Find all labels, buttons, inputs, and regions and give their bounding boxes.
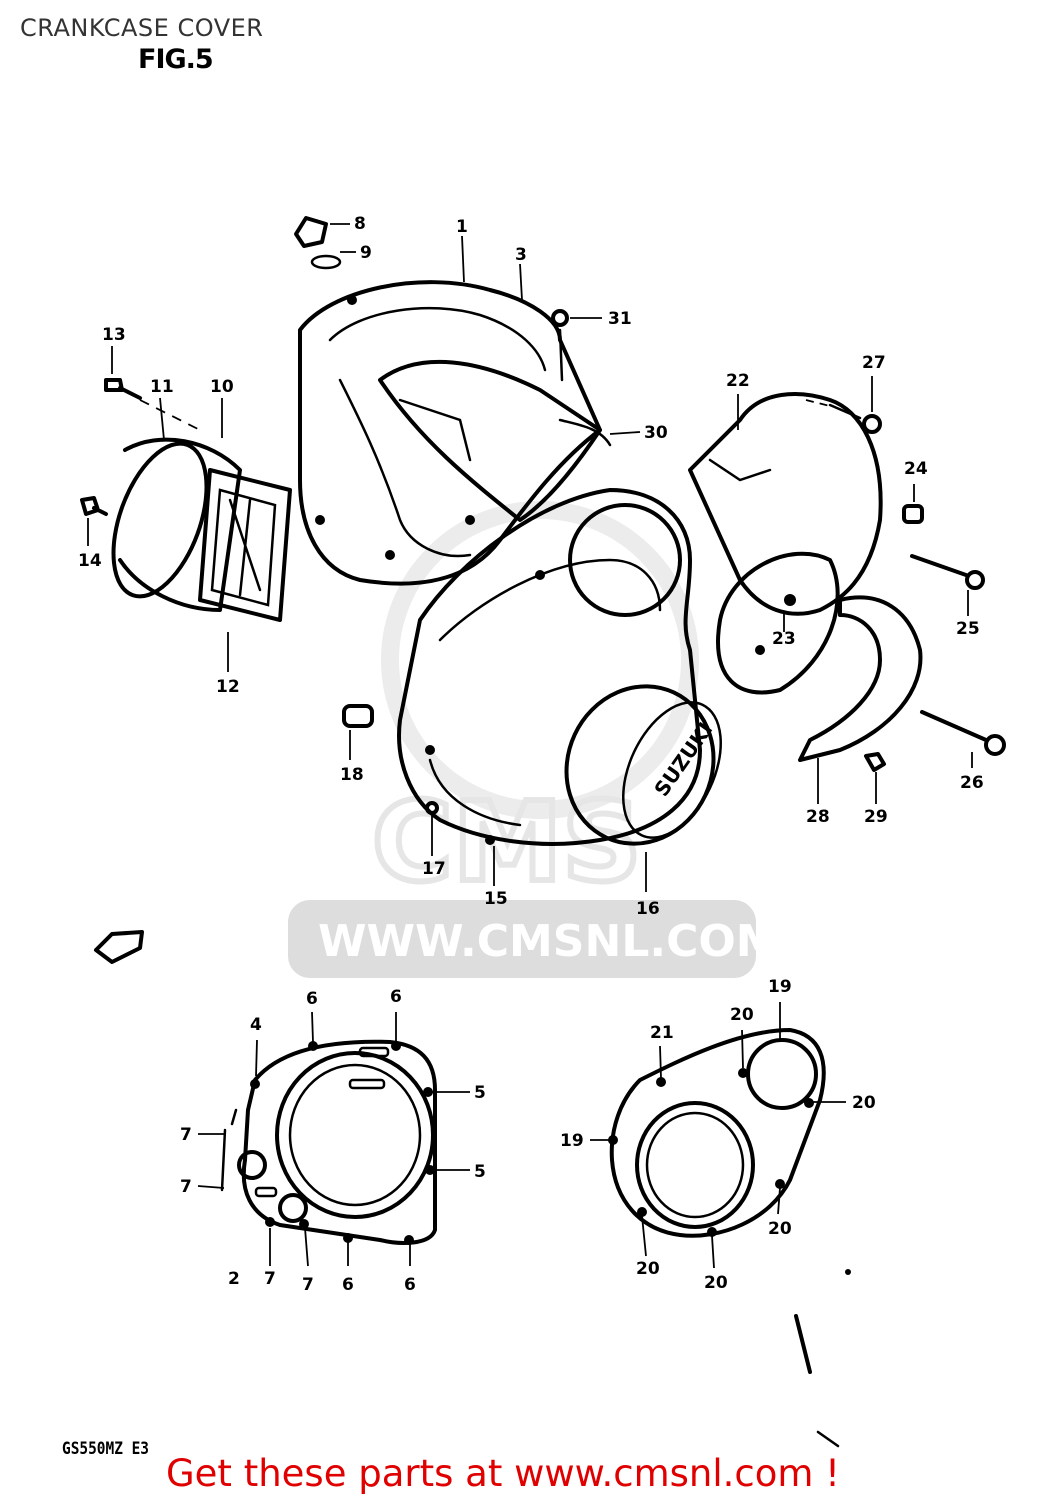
callout-29: 29 — [864, 807, 888, 827]
callout-11: 11 — [150, 377, 174, 397]
bolt-31-part — [551, 309, 612, 447]
generator-cover-gasket-part — [608, 1028, 826, 1238]
callout-3: 3 — [515, 245, 527, 265]
callout-13: 13 — [102, 325, 126, 345]
callout-1: 1 — [456, 217, 468, 237]
callout-27: 27 — [862, 353, 886, 373]
callout-9: 9 — [360, 243, 372, 263]
callout-23: 23 — [772, 629, 796, 649]
callout-5b: 5 — [474, 1162, 486, 1182]
callout-20b: 20 — [852, 1093, 876, 1113]
figure-label: FIG.5 — [138, 44, 214, 75]
dowel-24-part — [902, 504, 924, 524]
oil-filler-cap-part — [294, 216, 342, 270]
callout-4: 4 — [250, 1015, 262, 1035]
callout-labels: 8 9 1 3 31 30 13 11 10 12 14 18 17 15 16… — [78, 214, 984, 1295]
bolt-17-part — [425, 801, 439, 815]
leader-lines — [87, 223, 973, 1269]
callout-20c: 20 — [636, 1259, 660, 1279]
starter-cover-part — [688, 392, 883, 695]
callout-28: 28 — [806, 807, 830, 827]
callout-7a: 7 — [180, 1125, 192, 1145]
callout-6d: 6 — [404, 1275, 416, 1295]
crankcase-cover-part — [298, 280, 602, 586]
promo-link-text[interactable]: Get these parts at www.cmsnl.com ! — [166, 1452, 841, 1495]
bolt-29-part — [864, 752, 886, 772]
callout-24: 24 — [904, 459, 928, 479]
callout-19a: 19 — [768, 977, 792, 997]
generator-cover-part — [397, 488, 702, 846]
dowel-18-part — [342, 704, 374, 728]
sprocket-guard-part — [798, 595, 923, 762]
callout-20d: 20 — [704, 1273, 728, 1293]
bolt-13-part — [104, 378, 142, 400]
callout-7d: 7 — [302, 1275, 314, 1295]
clutch-cover-gasket-part — [220, 1039, 437, 1245]
callout-5a: 5 — [474, 1083, 486, 1103]
model-code: GS550MZ E3 — [62, 1439, 150, 1459]
callout-7c: 7 — [264, 1269, 276, 1289]
bolt-26-part — [920, 710, 1006, 756]
callout-2: 2 — [228, 1269, 240, 1289]
bolt-25-part — [910, 554, 985, 590]
watermark-url-text: WWW.CMSNL.COM — [318, 916, 780, 967]
callout-31: 31 — [608, 309, 632, 329]
callout-22: 22 — [726, 371, 750, 391]
callout-6c: 6 — [342, 1275, 354, 1295]
callout-6a: 6 — [306, 989, 318, 1009]
callout-20a: 20 — [730, 1005, 754, 1025]
bolt-27-part — [828, 403, 882, 434]
callout-12: 12 — [216, 677, 240, 697]
callout-16: 16 — [636, 899, 660, 919]
callout-15: 15 — [484, 889, 508, 909]
cms-watermark: CMS WWW.CMSNL.COM — [288, 501, 780, 978]
bolt-14-part — [80, 496, 108, 516]
front-direction-arrow — [94, 930, 144, 964]
callout-25: 25 — [956, 619, 980, 639]
callout-26: 26 — [960, 773, 984, 793]
callout-20e: 20 — [768, 1219, 792, 1239]
callout-8: 8 — [354, 214, 366, 234]
callout-7b: 7 — [180, 1177, 192, 1197]
callout-10: 10 — [210, 377, 234, 397]
callout-18: 18 — [340, 765, 364, 785]
callout-21: 21 — [650, 1023, 674, 1043]
callout-30: 30 — [644, 423, 668, 443]
page-title: CRANKCASE COVER — [20, 14, 264, 42]
inspection-cover-part — [111, 437, 292, 622]
callout-19b: 19 — [560, 1131, 584, 1151]
callout-14: 14 — [78, 551, 102, 571]
callout-6b: 6 — [390, 987, 402, 1007]
callout-17: 17 — [422, 859, 446, 879]
